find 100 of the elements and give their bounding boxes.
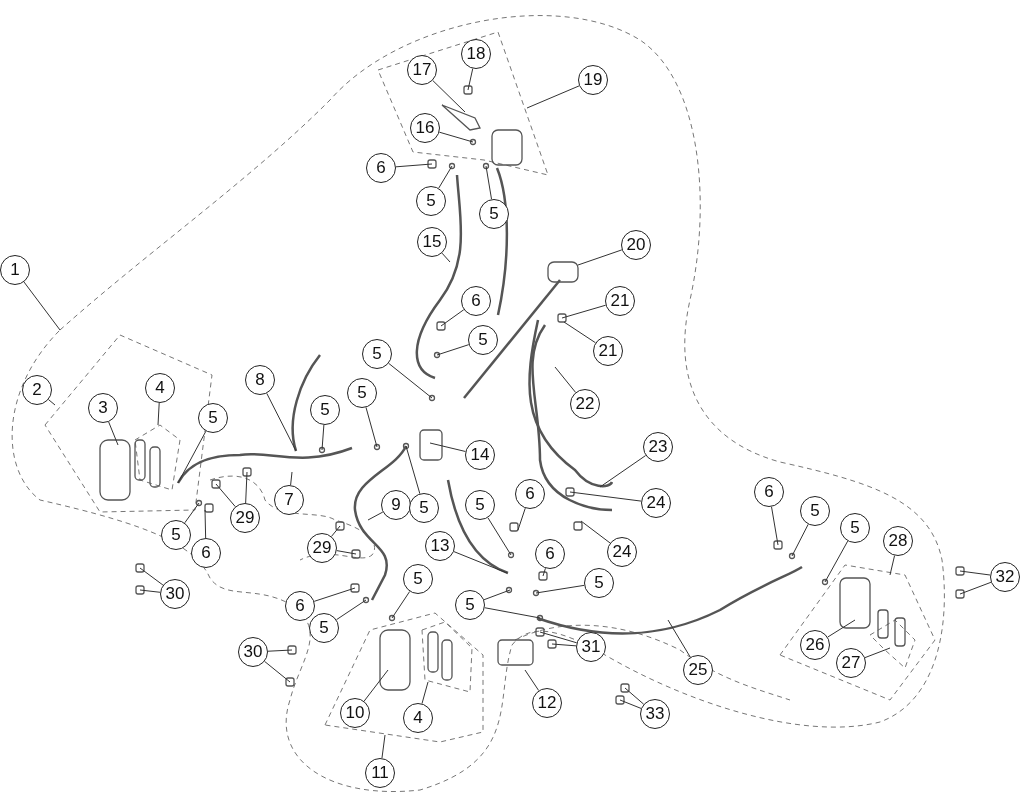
leader-line [771,506,779,546]
callout-number: 32 [990,562,1020,592]
callout-number: 5 [455,590,485,620]
callout-number: 5 [416,186,446,216]
callout-number: 25 [683,655,713,685]
callout-number: 6 [285,591,315,621]
leader-line [667,619,691,658]
leader-line [577,249,623,266]
callout-number: 6 [535,539,565,569]
leader-line [554,366,577,393]
leader-line [177,430,207,484]
callout-number: 8 [245,365,275,395]
callout-number: 16 [410,113,440,143]
callout-number: 5 [309,613,339,643]
callout-number: 13 [425,531,455,561]
leader-line [542,567,546,577]
leader-line [363,669,389,702]
leader-line [526,85,580,109]
leader-line [563,321,596,344]
leader-line [264,660,291,683]
callout-number: 7 [274,485,304,515]
leader-line [580,520,611,544]
callout-number: 5 [310,395,340,425]
callout-number: 4 [145,373,175,403]
callout-number: 5 [584,568,614,598]
leader-line [791,523,809,557]
callout-number: 6 [366,153,396,183]
leader-line [23,281,61,331]
leader-line [204,509,207,539]
leader-line [139,589,161,593]
callout-number: 5 [479,199,509,229]
leader-line [395,163,433,168]
callout-number: 4 [403,703,433,733]
leader-line [517,507,526,531]
callout-number: 12 [532,688,562,718]
callout-number: 5 [409,493,439,523]
leader-line [535,584,585,594]
callout-number: 6 [461,286,491,316]
leader-line [551,643,577,647]
callout-number: 30 [160,579,190,609]
leader-line [381,734,386,759]
callout-number: 15 [417,227,447,257]
leader-line [48,399,56,406]
callout-number: 6 [515,479,545,509]
leader-line [336,550,357,555]
leader-line [438,131,474,143]
callout-number: 24 [607,537,637,567]
leader-line [453,551,508,574]
leader-line [561,304,607,319]
callout-number: 5 [840,513,870,543]
leader-line [959,570,991,576]
leader-line [483,589,511,601]
callout-number: 31 [576,632,606,662]
callout-number: 5 [800,496,830,526]
callout-number: 5 [465,490,495,520]
callout-number: 10 [340,698,370,728]
leader-line [438,165,453,189]
callout-number: 30 [238,637,268,667]
leader-line [267,649,293,652]
callout-number: 5 [347,378,377,408]
callout-number: 11 [365,758,395,788]
leader-line [436,344,470,356]
callout-number: 20 [621,230,651,260]
callout-number: 29 [230,503,260,533]
callout-number: 5 [362,339,392,369]
callout-number: 14 [465,440,495,470]
callout-number: 1 [0,255,30,285]
callout-number: 9 [381,490,411,520]
leader-line [441,252,451,263]
leader-line [421,681,429,705]
leader-line [365,406,378,448]
leader-line [290,471,293,486]
leader-line [485,165,493,200]
callout-number: 24 [641,488,671,518]
leader-line [321,424,325,451]
leader-line [864,647,891,659]
leader-line [539,631,578,644]
callout-number: 33 [640,699,670,729]
callout-number: 5 [468,325,498,355]
callout-number: 17 [407,55,437,85]
leader-line [184,502,200,524]
leader-line [524,669,540,691]
callout-number: 19 [578,65,608,95]
leader-line [959,581,992,595]
callout-number: 2 [22,375,52,405]
callout-number: 5 [198,403,228,433]
leader-line [599,455,647,488]
callout-number: 5 [161,520,191,550]
callout-number: 6 [191,538,221,568]
leader-line [467,68,474,91]
leader-line [266,392,297,452]
leader-line [245,471,248,504]
leader-line [388,362,433,399]
callout-number: 29 [307,533,337,563]
leader-line [487,517,512,556]
leader-line [405,445,421,495]
callout-number: 3 [88,393,118,423]
leader-line [157,402,160,426]
leader-line [440,309,465,327]
leader-line [619,699,642,709]
